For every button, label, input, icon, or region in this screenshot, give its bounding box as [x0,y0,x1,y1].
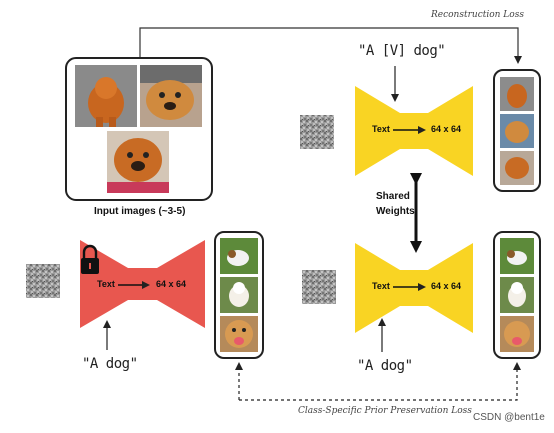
top-model-input: Text [372,124,390,134]
reconstruction-output-panel [493,69,541,192]
input-images-label: Input images (~3-5) [94,206,186,217]
top-model-output: 64 x 64 [431,124,462,134]
lock-icon [81,244,99,274]
dog-photo [500,151,534,185]
reconstruction-loss-arrow [139,27,522,64]
bottom-model-shape [355,243,473,333]
dog-photo [140,65,202,127]
dog-photo [220,238,258,274]
dog-photo [75,65,137,127]
watermark: CSDN @bent1e [473,412,545,423]
prior-output-panel [214,231,264,359]
class-prompt-left-label: "A dog" [82,356,138,372]
prior-loss-arrow-right [239,362,521,401]
dog-photo [220,277,258,313]
top-model-shape [355,86,473,176]
shared-weights-label-2: Weights [376,206,415,217]
noise-image [26,264,60,298]
frozen-model-output: 64 x 64 [156,279,187,289]
identifier-prompt-label: "A [V] dog" [358,43,446,59]
class-prompt-right-label: "A dog" [357,358,413,374]
frozen-model-input: Text [97,279,115,289]
prior-loss-label: Class-Specific Prior Preservation Loss [298,406,472,416]
bottom-model-input: Text [372,281,390,291]
dog-photo [500,238,534,274]
bottom-model-output: 64 x 64 [431,281,462,291]
dog-photo [107,131,169,193]
noise-image [302,270,336,304]
shared-weights-label-1: Shared [376,191,410,202]
reconstruction-loss-label: Reconstruction Loss [431,10,524,20]
input-images-panel [65,57,213,201]
dog-photo [500,77,534,111]
dog-photo [220,316,258,352]
prior-generated-panel [493,231,541,359]
noise-image [300,115,334,149]
dog-photo [500,277,534,313]
dog-photo [500,114,534,148]
dog-photo [500,316,534,352]
